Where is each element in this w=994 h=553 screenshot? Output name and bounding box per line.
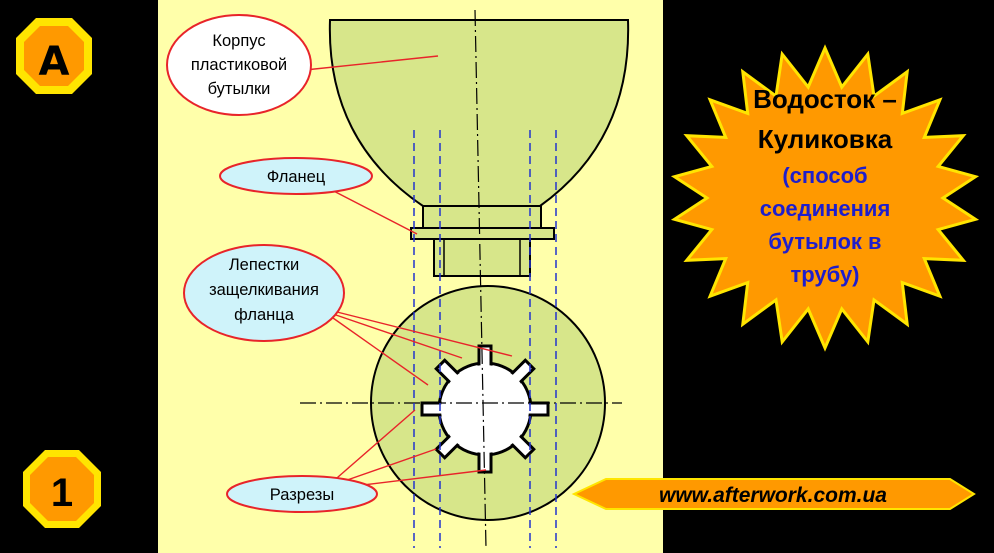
- petal-opening: [420, 344, 550, 474]
- label-petals: Лепестки защелкивания фланца: [183, 244, 345, 342]
- label-cuts-text: Разрезы: [270, 486, 334, 504]
- title-line1: Водосток –: [753, 84, 897, 114]
- website-url[interactable]: www.afterwork.com.ua: [659, 484, 887, 507]
- subtitle-line4: трубу): [790, 262, 859, 287]
- subtitle-line2: соединения: [760, 196, 891, 221]
- label-petals-line2: защелкивания: [209, 281, 319, 299]
- label-body-line1: Корпус: [212, 32, 265, 50]
- subtitle-line1: (способ: [782, 163, 867, 188]
- label-body-line3: бутылки: [208, 80, 271, 98]
- label-cuts: Разрезы: [226, 475, 378, 513]
- label-flange: Фланец: [219, 157, 373, 195]
- slide-number: 1: [51, 471, 73, 515]
- logo-letter: A: [39, 39, 70, 85]
- label-petals-line3: фланца: [234, 306, 295, 324]
- label-body-line2: пластиковой: [191, 56, 287, 74]
- subtitle-line3: бутылок в: [768, 229, 881, 254]
- projection-lines: [413, 130, 557, 548]
- number-badge: 1: [23, 450, 101, 528]
- flange: [410, 227, 555, 240]
- label-body: Корпус пластиковой бутылки: [166, 14, 312, 116]
- spigot: [433, 238, 531, 277]
- website-banner: www.afterwork.com.ua: [571, 478, 976, 510]
- vertical-axis-line: [474, 9, 487, 549]
- label-flange-text: Фланец: [267, 168, 326, 186]
- title-line2: Куликовка: [758, 124, 893, 154]
- label-petals-line1: Лепестки: [229, 256, 299, 274]
- logo-badge: A: [16, 18, 92, 94]
- title-starburst: Водосток – Куликовка (способ соединения …: [670, 44, 980, 352]
- leader-lines: [304, 55, 513, 490]
